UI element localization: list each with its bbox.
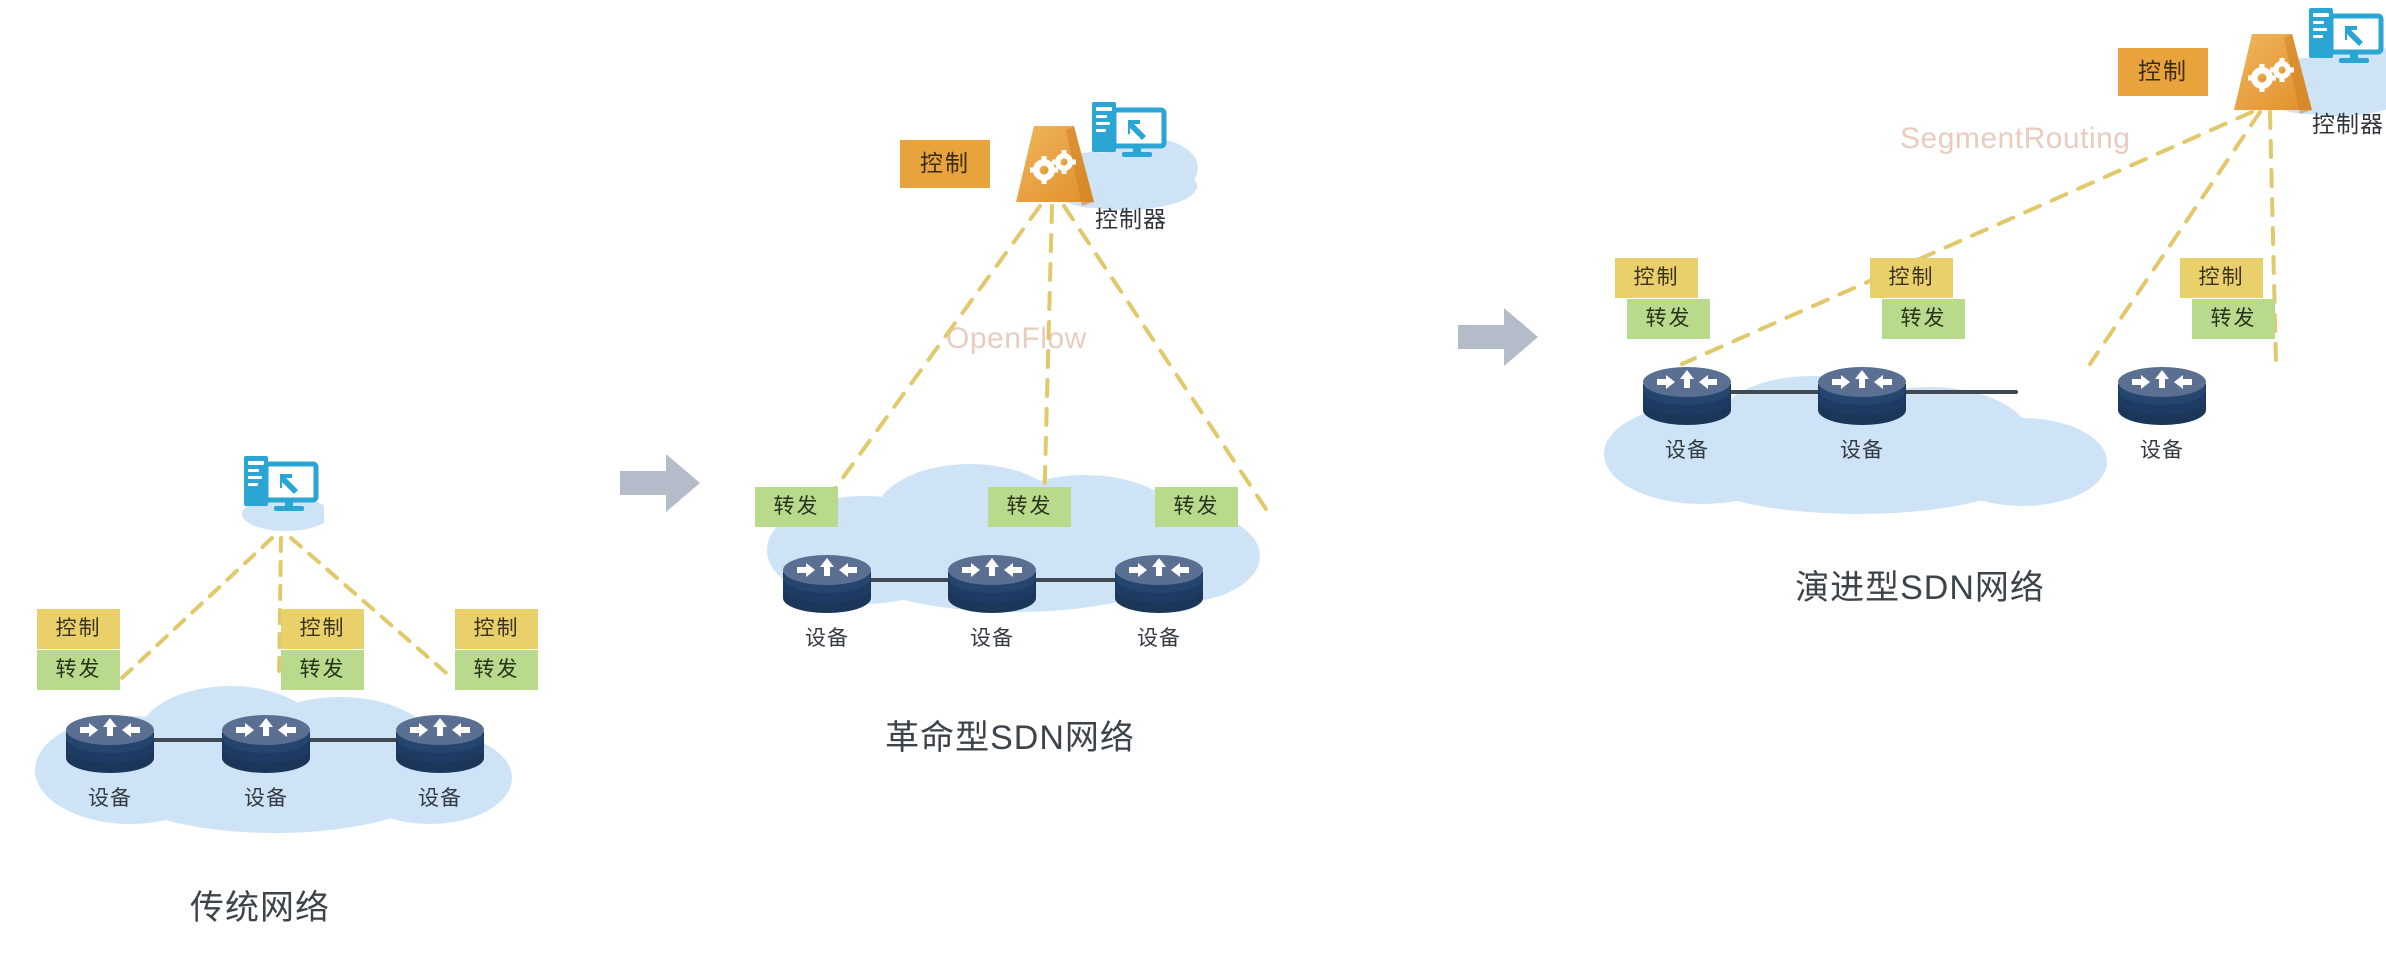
chip-forward: 转发 [1627,299,1710,339]
device-link [1890,390,2018,394]
monitor-server-icon [1088,98,1172,178]
chip-control: 控制 [2180,258,2263,298]
router-icon [1107,540,1211,614]
protocol-label: SegmentRouting [1900,122,2131,155]
panel-evolutionary-sdn: 控制器 [1570,0,2386,954]
device-link [1710,390,1840,394]
protocol-label: OpenFlow [946,322,1087,355]
router-icon [1810,352,1914,426]
chip-forward: 转发 [281,650,364,690]
monitor-server-icon [240,452,324,532]
panel-caption: 演进型SDN网络 [1795,569,2045,607]
panel-caption: 传统网络 [190,889,330,927]
chip-forward: 转发 [755,487,838,527]
panel-revolutionary-sdn: 控制器 [740,0,1360,954]
right-arrow-icon [1456,306,1540,368]
chip-forward: 转发 [1155,487,1238,527]
router-icon [2110,352,2214,426]
device-link [850,578,986,582]
controller-gear-icon [2220,28,2324,120]
chip-forward: 转发 [37,650,120,690]
device-label: 设备 [1137,627,1181,650]
panel-caption: 革命型SDN网络 [885,719,1135,757]
control-links [740,196,1360,526]
chip-control: 控制 [37,609,120,649]
chip-control: 控制 [455,609,538,649]
router-icon [1635,352,1739,426]
panel-traditional: 控制 转发 设备 控制 转发 [0,0,640,954]
device-label: 设备 [1840,439,1884,462]
device-label: 设备 [418,787,462,810]
chip-control: 控制 [281,609,364,649]
device-label: 设备 [1665,439,1709,462]
router-icon [214,700,318,774]
chip-control: 控制 [1870,258,1953,298]
monitor-server-icon [2305,4,2386,84]
chip-forward: 转发 [988,487,1071,527]
controller-label: 控制器 [2312,111,2384,137]
device-label: 设备 [805,627,849,650]
controller-gear-icon [1002,120,1106,212]
chip-forward: 转发 [2192,299,2275,339]
chip-control: 控制 [2118,48,2208,96]
router-icon [58,700,162,774]
device-label: 设备 [244,787,288,810]
device-link [300,738,425,742]
chip-control: 控制 [1615,258,1698,298]
chip-forward: 转发 [455,650,538,690]
device-label: 设备 [88,787,132,810]
chip-control: 控制 [900,140,990,188]
chip-forward: 转发 [1882,299,1965,339]
device-label: 设备 [2140,439,2184,462]
router-icon [940,540,1044,614]
device-link [1020,578,1153,582]
router-icon [775,540,879,614]
device-label: 设备 [970,627,1014,650]
device-link [135,738,265,742]
router-icon [388,700,492,774]
right-arrow-icon [618,452,702,514]
